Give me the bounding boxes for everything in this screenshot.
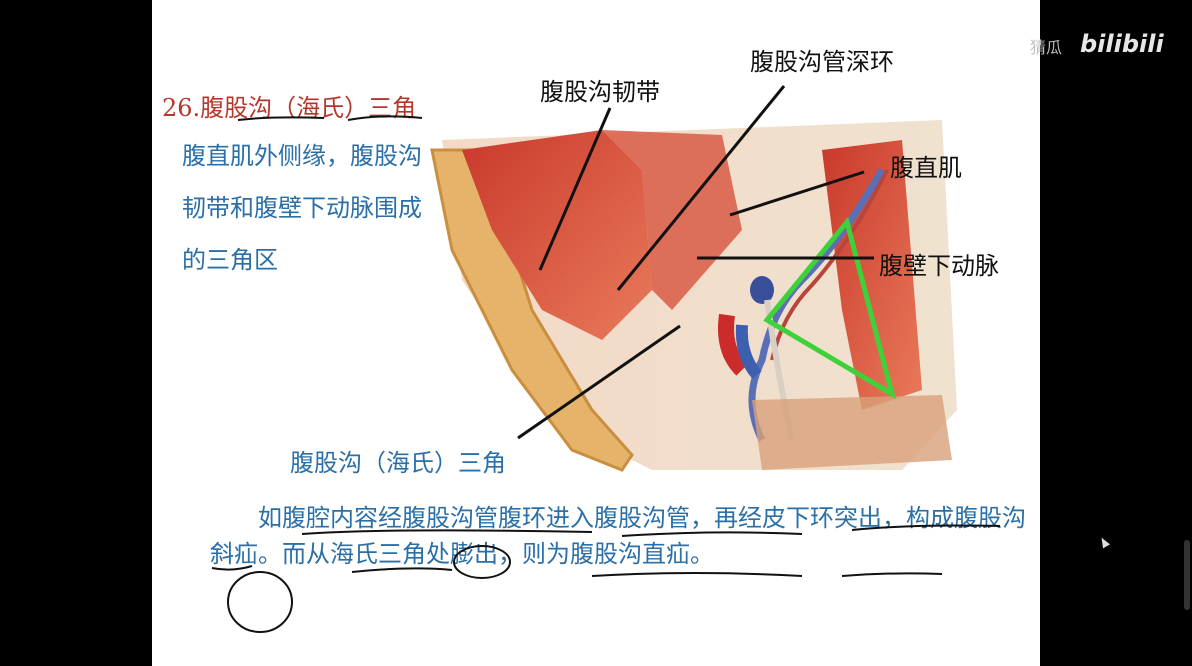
explanation-paragraph: 如腹腔内容经腹股沟管腹环进入腹股沟管，再经皮下环突出，构成腹股沟斜疝。而从海氏三… — [210, 504, 1026, 568]
label-rectus-abdominis: 腹直肌 — [890, 154, 962, 182]
hesselbach-triangle-outline — [763, 216, 896, 400]
label-deep-inguinal-ring: 腹股沟管深环 — [750, 48, 894, 76]
watermark-prefix: 猜瓜 — [1030, 38, 1063, 57]
mouse-cursor-icon — [1098, 535, 1110, 549]
label-pointers — [517, 85, 874, 440]
bilibili-watermark: bilibili — [1080, 30, 1164, 58]
slide-description: 腹直肌外侧缘，腹股沟韧带和腹壁下动脉围成的三角区 — [182, 142, 422, 274]
anatomy-illustration — [430, 120, 957, 472]
scrollbar-thumb[interactable] — [1184, 540, 1190, 610]
label-inferior-epigastric-artery: 腹壁下动脉 — [879, 252, 999, 280]
label-hesselbach-triangle: 腹股沟（海氏）三角 — [290, 449, 506, 477]
label-inguinal-ligament: 腹股沟韧带 — [540, 78, 660, 106]
slide: 26.腹股沟（海氏）三角 腹直肌外侧缘，腹股沟韧带和腹壁下动脉围成的三角区 — [152, 0, 1040, 666]
